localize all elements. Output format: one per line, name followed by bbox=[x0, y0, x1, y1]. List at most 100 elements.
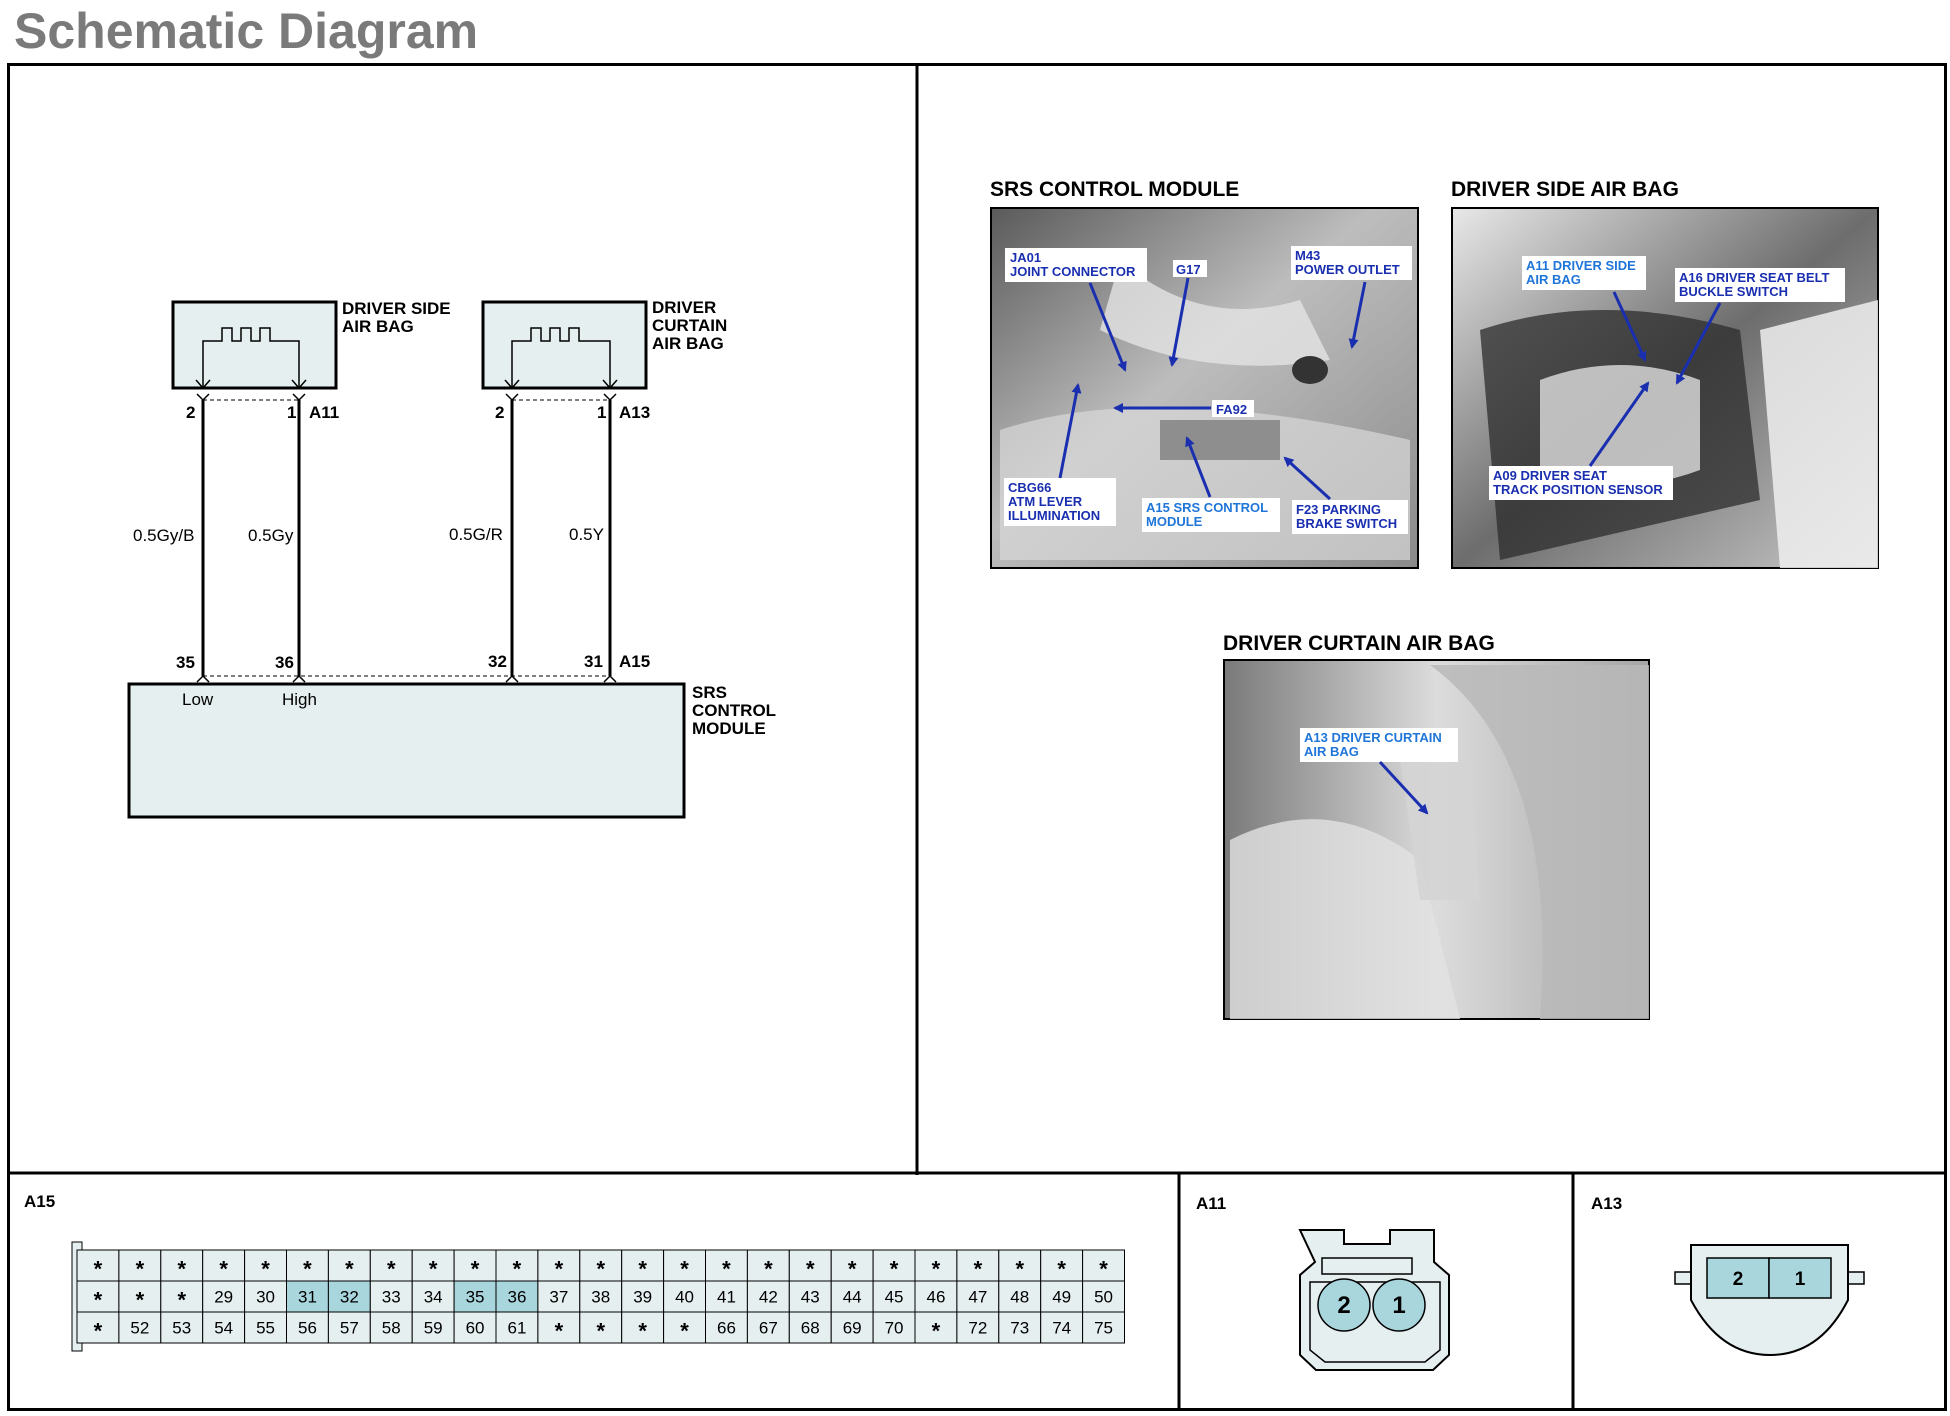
a15-pin-number: 34 bbox=[424, 1288, 443, 1307]
a15-pin-cell bbox=[537, 1249, 581, 1282]
a15-pin-cell bbox=[244, 1311, 288, 1344]
a15-pin-number: 45 bbox=[885, 1288, 904, 1307]
a15-pin-cell bbox=[286, 1249, 329, 1282]
callout-cbg66: CBG66 bbox=[1008, 480, 1051, 495]
a15-pin-number: 61 bbox=[507, 1319, 526, 1338]
a15-pin-number: 47 bbox=[968, 1288, 987, 1307]
a15-pin-unused: * bbox=[177, 1288, 186, 1313]
page-title: Schematic Diagram bbox=[14, 3, 479, 59]
driver-curtain-airbag-label-3: AIR BAG bbox=[652, 334, 724, 353]
a15-pin-number: 36 bbox=[507, 1288, 526, 1307]
a15-pin-cell bbox=[998, 1280, 1042, 1313]
a15-pin-cell bbox=[579, 1249, 623, 1282]
a15-pin-35: 35 bbox=[176, 653, 195, 672]
a15-pin-unused: * bbox=[848, 1257, 857, 1282]
a15-pin-unused: * bbox=[932, 1319, 941, 1344]
a11-pin-1-socket bbox=[1372, 1278, 1426, 1332]
a15-pin-unused: * bbox=[136, 1288, 145, 1313]
a15-pin-number: 37 bbox=[549, 1288, 568, 1307]
callout-a11-desc: AIR BAG bbox=[1526, 272, 1581, 287]
a15-pin-number: 56 bbox=[298, 1319, 317, 1338]
a15-pin-number: 55 bbox=[256, 1319, 275, 1338]
a15-pin-unused: * bbox=[513, 1257, 522, 1282]
a15-pin-cell bbox=[579, 1311, 623, 1344]
photo-title: SRS CONTROL MODULE bbox=[990, 178, 1239, 201]
a15-pin-number: 42 bbox=[759, 1288, 778, 1307]
a15-pin-number: 73 bbox=[1010, 1319, 1029, 1338]
callout-a16: A16 DRIVER SEAT BELT bbox=[1679, 270, 1830, 285]
callout-f23: F23 PARKING bbox=[1296, 502, 1381, 517]
callout-m43-desc: POWER OUTLET bbox=[1295, 262, 1400, 277]
a15-pin-number: 58 bbox=[382, 1319, 401, 1338]
a15-pin-unused: * bbox=[94, 1288, 103, 1313]
a15-pin-cell bbox=[830, 1311, 874, 1344]
driver-side-airbag-component: DRIVER SIDE AIR BAG 2 1 A11 bbox=[171, 299, 451, 422]
a15-pin-cell bbox=[76, 1311, 120, 1344]
callout-a09: A09 DRIVER SEAT bbox=[1493, 468, 1607, 483]
a15-pin-unused: * bbox=[1099, 1257, 1108, 1282]
a15-pin-cell bbox=[621, 1311, 665, 1344]
a15-pin-unused: * bbox=[680, 1319, 689, 1344]
a15-pin-unused: * bbox=[387, 1257, 396, 1282]
a15-pin-cell bbox=[1082, 1249, 1125, 1282]
a15-pin-cell bbox=[872, 1280, 916, 1313]
a11-pin-2-socket bbox=[1317, 1278, 1371, 1332]
a15-pin-cell bbox=[286, 1311, 329, 1344]
squib-symbol bbox=[202, 327, 300, 388]
callout-ja01-desc: JOINT CONNECTOR bbox=[1010, 264, 1136, 279]
a11-connector-view: 2 1 bbox=[1298, 1229, 1450, 1371]
a15-pin-cell bbox=[956, 1280, 1000, 1313]
a13-view-pin-1: 1 bbox=[1795, 1269, 1806, 1290]
a15-pin-number: 44 bbox=[843, 1288, 862, 1307]
a15-pin-unused: * bbox=[345, 1257, 354, 1282]
a15-pin-number: 46 bbox=[926, 1288, 945, 1307]
a13-pin-1: 1 bbox=[597, 403, 606, 422]
photo-srs-control-module: SRS CONTROL MODULE JA01 JOINT CONNECTOR … bbox=[990, 178, 1419, 569]
a15-pin-cell bbox=[705, 1280, 748, 1313]
a15-pin-cell bbox=[160, 1280, 204, 1313]
a15-pin-unused: * bbox=[94, 1257, 103, 1282]
a15-pin-cell bbox=[411, 1249, 455, 1282]
a15-pin-cell bbox=[453, 1280, 497, 1313]
a15-pin-number: 38 bbox=[591, 1288, 610, 1307]
a15-pin-number: 60 bbox=[466, 1319, 485, 1338]
driver-curtain-airbag-label-2: CURTAIN bbox=[652, 316, 727, 335]
driver-curtain-airbag-component: DRIVER CURTAIN AIR BAG 2 1 A13 bbox=[481, 298, 727, 422]
a15-pin-cell bbox=[914, 1249, 958, 1282]
a15-pin-unused: * bbox=[471, 1257, 480, 1282]
a11-connector-label: A11 bbox=[309, 403, 339, 422]
a15-pin-number: 57 bbox=[340, 1319, 359, 1338]
a15-pin-unused: * bbox=[1015, 1257, 1024, 1282]
a15-pin-cell bbox=[327, 1249, 371, 1282]
a15-pin-cell bbox=[788, 1311, 832, 1344]
a15-pin-number: 67 bbox=[759, 1319, 778, 1338]
a13-connector-label: A13 bbox=[619, 403, 650, 422]
a15-pin-unused: * bbox=[429, 1257, 438, 1282]
callout-cbg66-desc: ATM LEVER bbox=[1008, 494, 1083, 509]
a15-pin-number: 30 bbox=[256, 1288, 275, 1307]
wire-label: 0.5Gy/B bbox=[133, 526, 194, 545]
diagram-frame bbox=[7, 63, 1947, 1411]
a15-pin-unused: * bbox=[764, 1257, 773, 1282]
callout-a13-desc: AIR BAG bbox=[1304, 744, 1359, 759]
a15-pin-number: 72 bbox=[968, 1319, 987, 1338]
srs-module-label-1: SRS bbox=[692, 683, 727, 702]
a11-pin-2: 2 bbox=[186, 403, 195, 422]
squib-symbol bbox=[511, 327, 611, 388]
a15-pin-cell bbox=[369, 1249, 413, 1282]
a15-pin-cell bbox=[202, 1280, 246, 1313]
a15-pin-cell bbox=[411, 1311, 455, 1344]
a15-pin-cell bbox=[956, 1249, 1000, 1282]
a15-pin-cell bbox=[914, 1280, 958, 1313]
a15-pin-cell bbox=[202, 1311, 246, 1344]
a15-pin-number: 68 bbox=[801, 1319, 820, 1338]
a15-pin-unused: * bbox=[555, 1319, 564, 1344]
a15-pin-unused: * bbox=[638, 1319, 647, 1344]
a15-pin-31: 31 bbox=[584, 652, 603, 671]
a15-pin-cell bbox=[202, 1249, 246, 1282]
a15-pin-number: 53 bbox=[172, 1319, 191, 1338]
a13-pin-2-socket bbox=[1706, 1257, 1770, 1299]
a15-pin-unused: * bbox=[638, 1257, 647, 1282]
a15-pin-cell bbox=[537, 1311, 581, 1344]
